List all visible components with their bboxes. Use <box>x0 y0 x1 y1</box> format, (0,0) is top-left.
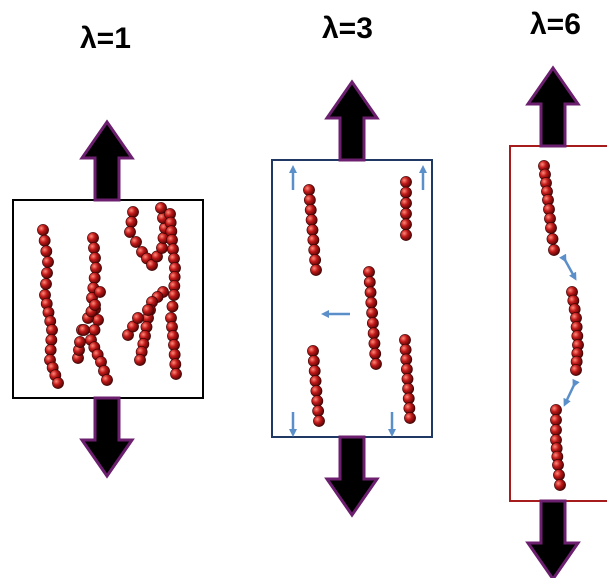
chain-bead <box>303 184 315 196</box>
chain-bead <box>368 337 381 350</box>
panel-label-lambda-3: λ=3 <box>322 12 373 45</box>
down-stretch-arrow <box>525 499 581 578</box>
chain-bead <box>313 415 325 427</box>
chain-bead <box>309 375 322 387</box>
chain-bead <box>40 245 53 258</box>
polymer-chains <box>37 160 584 491</box>
chain-bead <box>364 286 377 299</box>
chain-bead <box>310 264 322 276</box>
chain-bead <box>308 244 321 256</box>
chain-bead <box>88 324 101 336</box>
chain-bead <box>311 395 324 407</box>
chain-bead <box>366 317 379 330</box>
chain-bead <box>400 229 412 241</box>
chain-bead <box>550 424 562 436</box>
chain-bead <box>366 306 379 319</box>
chain-bead <box>363 276 376 289</box>
chain-bead <box>309 254 322 266</box>
chain-bead <box>78 324 90 336</box>
chain-bead <box>303 194 316 206</box>
chain-bead <box>304 204 317 216</box>
chain-bead <box>88 242 100 254</box>
chain-bead <box>400 176 412 188</box>
up-stretch-arrow <box>79 119 135 202</box>
chain-bead <box>570 364 582 376</box>
chain-bead <box>52 377 64 389</box>
down-stretch-arrow <box>324 435 380 518</box>
chain-bead <box>124 226 136 238</box>
chain-bead <box>550 414 562 426</box>
chain-bead <box>545 222 557 234</box>
chain-bead <box>310 385 323 397</box>
chain-bead <box>41 267 53 279</box>
down-stretch-arrow <box>79 396 135 479</box>
up-stretch-arrow <box>324 79 380 162</box>
interaction-arrow <box>559 253 577 281</box>
chain-bead <box>45 334 58 346</box>
stretch-arrows <box>79 65 581 578</box>
chain-bead <box>46 324 58 336</box>
chain-bead <box>307 355 320 367</box>
chain-bead <box>142 304 154 316</box>
chain-bead <box>369 347 382 360</box>
chain-bead <box>38 234 51 247</box>
chain-bead <box>134 354 146 366</box>
chain-bead <box>168 289 180 301</box>
chain-bead <box>400 197 412 210</box>
chain-bead <box>308 365 321 377</box>
chain-bead <box>548 244 560 256</box>
chain-bead <box>400 218 412 231</box>
chain-bead <box>101 374 113 386</box>
chain-bead <box>155 202 167 214</box>
chain-bead <box>553 469 565 481</box>
chain-bead <box>367 327 380 340</box>
chain-bead <box>363 266 375 278</box>
chain-bead <box>125 216 138 228</box>
chain-bead <box>74 336 86 348</box>
chain-bead <box>89 252 101 264</box>
chain-bead <box>132 312 144 324</box>
chain-bead <box>307 345 319 357</box>
chain-bead <box>365 296 378 309</box>
chain-bead <box>552 459 564 471</box>
chain-bead <box>94 286 106 298</box>
chain-bead <box>166 300 179 313</box>
chain-bead <box>37 224 49 236</box>
chain-bead <box>90 262 102 274</box>
chain-bead <box>400 186 412 199</box>
chain-bead <box>130 236 142 248</box>
chain-bead <box>554 479 566 491</box>
chain-bead <box>370 358 382 370</box>
chain-bead <box>306 224 319 236</box>
chain-bead <box>170 368 182 380</box>
chain-bead <box>546 233 559 245</box>
chain-bead <box>127 206 139 218</box>
motion-arrows <box>289 165 580 437</box>
chain-bead <box>44 344 57 356</box>
chain-bead <box>404 412 416 424</box>
chain-bead <box>40 278 52 290</box>
chain-bead <box>89 299 101 311</box>
chain-bead <box>550 404 562 416</box>
chain-bead <box>88 272 101 284</box>
chain-bead <box>305 214 318 226</box>
panel-label-lambda-1: λ=1 <box>80 22 131 55</box>
chain-bead <box>307 234 320 246</box>
chain-bead <box>156 242 168 254</box>
interaction-arrow <box>563 378 580 407</box>
chain-bead <box>42 256 54 268</box>
chain-bead <box>400 207 412 220</box>
up-stretch-arrow <box>525 65 581 148</box>
chain-bead <box>87 232 99 244</box>
chain-bead <box>312 405 325 417</box>
panel-label-lambda-6: λ=6 <box>530 8 581 41</box>
